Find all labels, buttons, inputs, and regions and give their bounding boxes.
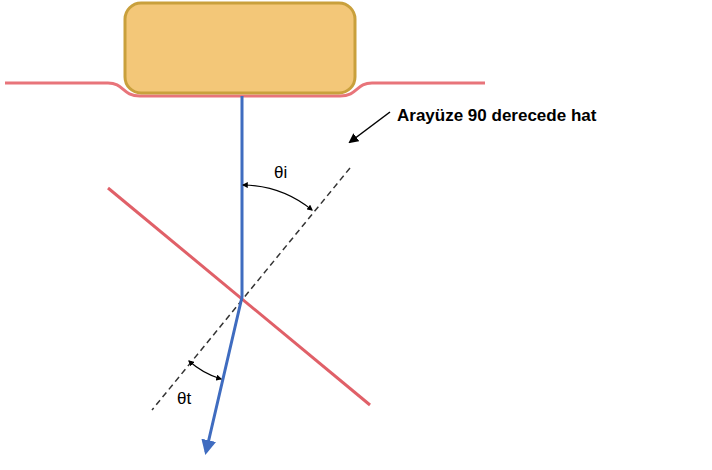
angle-label: θi	[274, 163, 287, 183]
transmission-angle-arc	[189, 361, 221, 379]
angle-label: θt	[177, 389, 191, 409]
callout-text: Arayüze 90 derecede hat	[397, 106, 602, 126]
incidence-angle-arc	[243, 185, 312, 210]
leader-arrow	[350, 112, 390, 142]
transducer-probe	[125, 3, 355, 93]
ultrasound-beam	[206, 96, 242, 452]
tissue-interface	[108, 188, 370, 405]
normal-line	[152, 168, 350, 410]
